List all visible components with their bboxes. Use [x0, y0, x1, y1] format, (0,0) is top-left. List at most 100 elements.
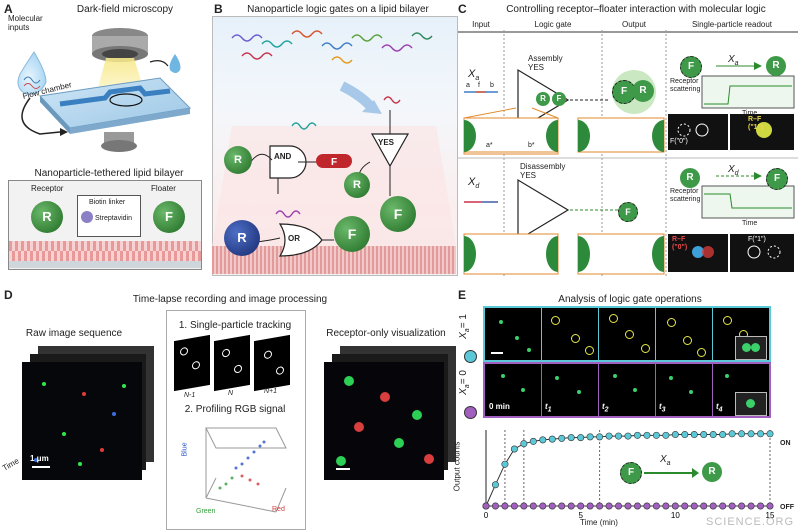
- legend-arrow-head-icon: [692, 468, 699, 478]
- receptor-scattering-label-2: Receptor scattering: [670, 188, 701, 203]
- data-point: [520, 502, 528, 510]
- lipid-bilayer-bottom: [9, 251, 201, 261]
- data-point: [491, 481, 499, 489]
- data-point: [719, 431, 727, 439]
- data-point: [738, 502, 746, 510]
- data-point: [662, 431, 670, 439]
- data-point: [529, 502, 537, 510]
- data-point: [690, 431, 698, 439]
- chart-series: [482, 430, 774, 510]
- receptor-frame-front: [324, 362, 444, 480]
- legend-f-bead: F: [620, 462, 642, 484]
- or-gate-label: OR: [288, 234, 300, 243]
- molecular-inputs-label: Molecular inputs: [8, 14, 43, 32]
- streptavidin-label: Streptavidin: [95, 215, 132, 222]
- axis-green: Green: [196, 508, 216, 515]
- floater-label: Floater: [151, 184, 176, 193]
- frame-label-n1: N+1: [264, 388, 278, 395]
- data-point: [529, 437, 537, 445]
- readout-f-bead: F: [680, 56, 702, 78]
- frame-label-t3: t3: [659, 402, 666, 414]
- scale-bar: [32, 466, 50, 468]
- x-tick-label: 0: [484, 511, 489, 520]
- chart-legend: F Xa R: [620, 454, 730, 488]
- data-point: [539, 502, 547, 510]
- readout-xa: Xa: [728, 54, 739, 67]
- raw-sequence-label: Raw image sequence: [25, 328, 123, 339]
- f0-label: F("0"): [670, 138, 688, 145]
- off-label: OFF: [780, 504, 794, 511]
- data-point: [548, 502, 556, 510]
- raw-frame-front: 1 μm: [22, 362, 142, 480]
- x-tick-label: 15: [766, 511, 775, 520]
- frame-label-t1: t1: [545, 402, 552, 414]
- panel-letter-d: D: [4, 288, 13, 302]
- data-point: [577, 502, 585, 510]
- data-point: [596, 433, 604, 441]
- frame-n-plus-1: [254, 334, 290, 392]
- data-point: [633, 502, 641, 510]
- output-counts-chart: 0 5 10 15: [482, 430, 775, 520]
- row1-frames: [483, 306, 771, 362]
- data-point: [586, 502, 594, 510]
- data-point: [671, 502, 679, 510]
- or-floater-bead: F: [334, 216, 370, 252]
- panel-c-title: Controlling receptor–floater interaction…: [506, 4, 766, 15]
- svg-text:F: F: [331, 157, 337, 168]
- row2-marker-icon: [464, 406, 477, 419]
- yes-floater-bead: F: [380, 196, 416, 232]
- chart-xlabel: Time (min): [580, 518, 618, 527]
- row2-label: Xa= 0: [458, 362, 480, 419]
- data-point: [662, 502, 670, 510]
- strand-a-star: a*: [486, 142, 493, 149]
- col-readout: Single-particle readout: [691, 20, 773, 29]
- gate-r-bead: R: [536, 92, 550, 106]
- data-point: [643, 502, 651, 510]
- data-point: [548, 435, 556, 443]
- row1-scale-bar: [491, 352, 503, 354]
- rf0-label: R–F ("0"): [672, 236, 688, 251]
- data-point: [766, 502, 774, 510]
- readout2-f-bead: F: [766, 168, 788, 190]
- data-point: [709, 431, 717, 439]
- gate-f-bead: F: [552, 92, 566, 106]
- frame-label-t4: t4: [716, 402, 723, 414]
- streptavidin-icon: [81, 211, 93, 223]
- x-tick-label: 10: [671, 511, 680, 520]
- panel-letter-a: A: [4, 2, 13, 16]
- data-point: [757, 430, 765, 438]
- data-point: [747, 502, 755, 510]
- data-point: [757, 502, 765, 510]
- legend-xa: Xa: [660, 454, 671, 467]
- strand-a: a: [466, 82, 470, 89]
- data-point: [510, 502, 518, 510]
- and-receptor-bead: R: [224, 146, 252, 174]
- data-point: [700, 431, 708, 439]
- and-gate-label: AND: [274, 152, 292, 161]
- receptor-only-label: Receptor-only visualization: [326, 328, 446, 339]
- row2-zoom-inset: [735, 392, 767, 416]
- receptor-label: Receptor: [31, 184, 64, 193]
- panel-d-title: Time-lapse recording and image processin…: [132, 294, 328, 305]
- microscope-illustration: [17, 28, 192, 152]
- data-point: [728, 430, 736, 438]
- data-point: [624, 502, 632, 510]
- watermark: SCIENCE.ORG: [705, 516, 794, 528]
- data-point: [700, 502, 708, 510]
- data-point: [577, 434, 585, 442]
- frame-label-n-1: N-1: [184, 392, 196, 399]
- panel-letter-e: E: [458, 288, 467, 302]
- data-point: [681, 502, 689, 510]
- yes-gate-label: YES: [378, 138, 395, 147]
- data-point: [652, 431, 660, 439]
- receptor-floater-diagram: [458, 30, 798, 276]
- data-point: [605, 502, 613, 510]
- panel-letter-b: B: [214, 2, 223, 16]
- panel-letter-c: C: [458, 2, 467, 16]
- frame-label-t2: t2: [602, 402, 609, 414]
- row1-marker-icon: [464, 350, 477, 363]
- legend-r-bead: R: [702, 462, 722, 482]
- panel-e-title: Analysis of logic gate operations: [558, 294, 702, 305]
- x-tick-label: 5: [578, 511, 583, 520]
- data-point: [624, 432, 632, 440]
